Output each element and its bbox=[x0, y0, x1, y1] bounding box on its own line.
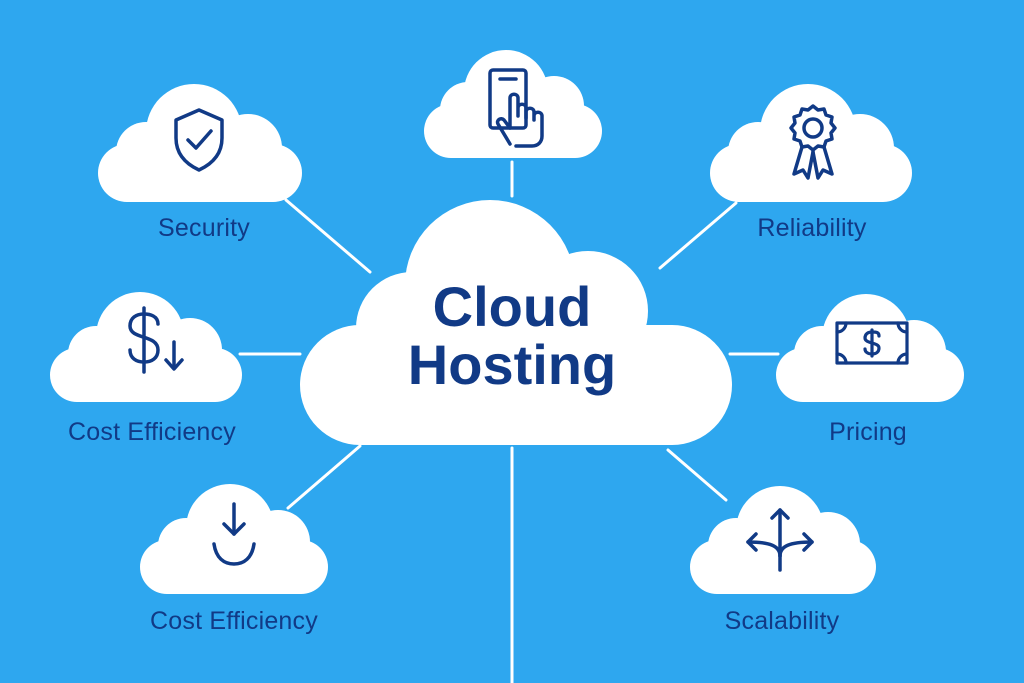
download-arrow-icon bbox=[212, 502, 256, 566]
node-label-scalability: Scalability bbox=[724, 607, 840, 635]
cloud-node-scalability bbox=[690, 482, 876, 594]
center-title-line1: Cloud bbox=[432, 275, 592, 338]
shield-check-icon bbox=[174, 108, 224, 172]
connector-scalability bbox=[666, 448, 728, 502]
award-ribbon-icon bbox=[789, 104, 837, 180]
central-cloud bbox=[300, 193, 732, 451]
node-label-cost-efficiency-bottom: Cost Efficiency bbox=[150, 607, 318, 635]
connector-security bbox=[284, 198, 372, 274]
dollar-down-icon bbox=[128, 306, 184, 374]
connector-cost-efficiency-bottom bbox=[286, 444, 362, 510]
node-label-cost-efficiency-left: Cost Efficiency bbox=[68, 418, 236, 446]
branching-arrows-icon bbox=[746, 508, 814, 572]
hand-tap-phone-icon bbox=[488, 68, 544, 148]
banknote-icon bbox=[835, 321, 909, 365]
center-title-line2: Hosting bbox=[407, 333, 617, 396]
node-label-pricing: Pricing bbox=[829, 418, 907, 446]
connector-reliability bbox=[658, 201, 738, 270]
center-title: Cloud Hosting bbox=[408, 278, 616, 394]
node-label-security: Security bbox=[158, 214, 250, 242]
cloud-node-reliability bbox=[710, 80, 912, 202]
node-label-reliability: Reliability bbox=[757, 214, 867, 242]
